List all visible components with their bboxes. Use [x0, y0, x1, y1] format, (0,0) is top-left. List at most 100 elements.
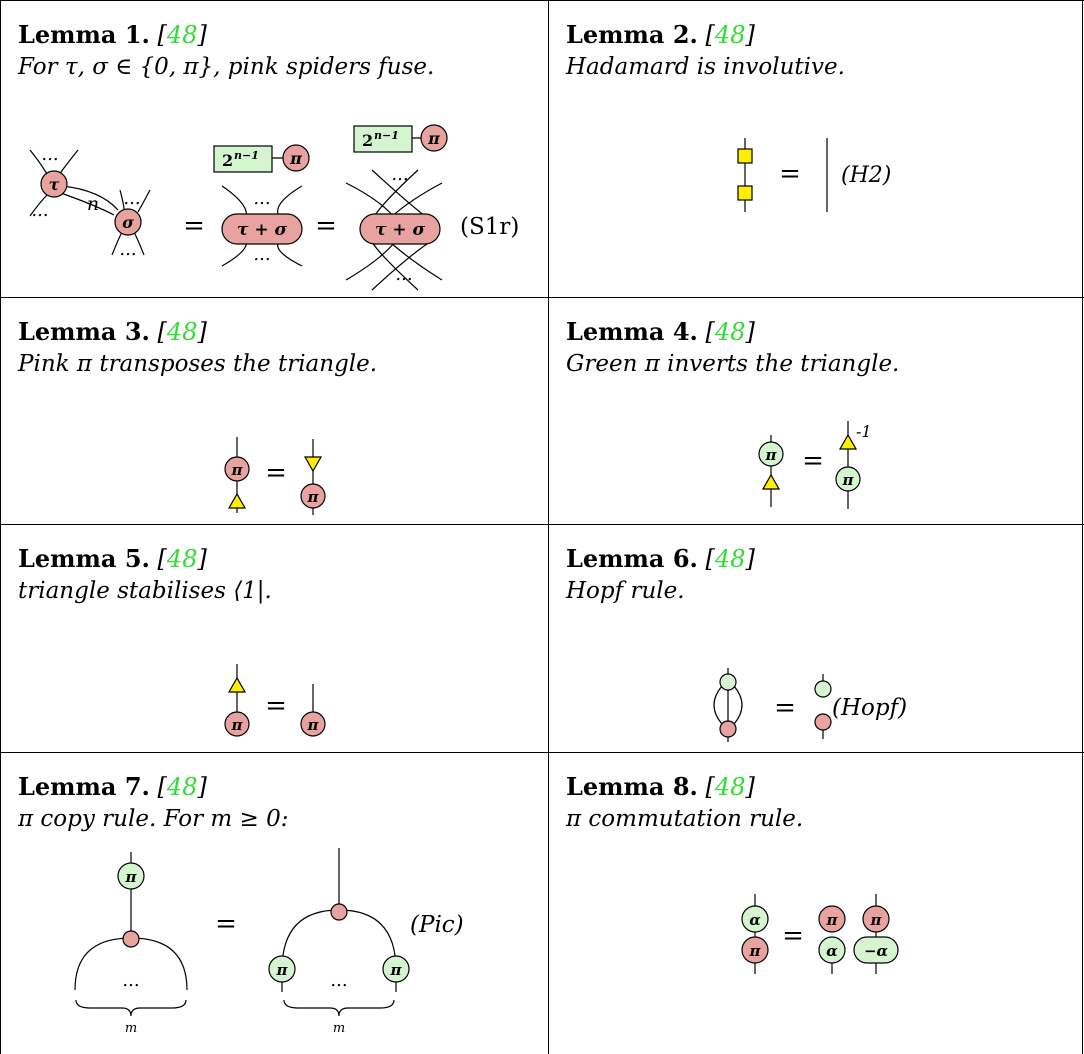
lemma-title: Lemma 2. — [566, 20, 698, 49]
pink-spider — [814, 713, 832, 731]
equals-sign: = — [265, 458, 287, 488]
lemma-title: Lemma 8. — [566, 772, 698, 801]
spider-phase-label: π — [842, 471, 855, 489]
spider-phase-label: π — [231, 716, 244, 734]
citation-link[interactable]: 48 — [166, 21, 198, 49]
table-row-divider — [0, 752, 1084, 753]
rule-label: (H2) — [841, 163, 891, 188]
lemma-cell-5: Lemma 5. [48] triangle stabilises ⟨1|. π… — [0, 524, 548, 752]
equals-sign: = — [782, 921, 804, 951]
citation-link[interactable]: 48 — [166, 318, 198, 346]
lemma-description: Hadamard is involutive. — [566, 54, 845, 80]
scalar-box — [353, 125, 413, 153]
hadamard-box — [737, 148, 753, 164]
lemma-heading: Lemma 6. [48] — [566, 544, 755, 574]
lemma-cell-4: Lemma 4. [48] Green π inverts the triang… — [548, 297, 1082, 524]
triangle — [761, 473, 781, 490]
table-row-divider — [0, 524, 1084, 525]
lemma-description: Pink π transposes the triangle. — [18, 351, 378, 377]
citation-link[interactable]: 48 — [714, 545, 746, 573]
pink-spider — [114, 208, 142, 236]
spider-phase-label: α — [749, 911, 761, 929]
lemma-description: triangle stabilises ⟨1|. — [18, 578, 272, 604]
pink-spider — [122, 930, 140, 948]
zx-diagram-commutation: α π = π α π −α — [741, 894, 899, 974]
ellipsis: ... — [41, 144, 58, 165]
lemma-cell-8: Lemma 8. [48] π commutation rule. α π = … — [548, 752, 1082, 1054]
lemma-title: Lemma 6. — [566, 544, 698, 573]
citation-link[interactable]: 48 — [714, 773, 746, 801]
lemma-cell-3: Lemma 3. [48] Pink π transposes the tria… — [0, 297, 548, 524]
lemma-title: Lemma 1. — [18, 20, 150, 49]
spider-phase-label: π — [826, 911, 839, 929]
pink-spider — [300, 483, 326, 509]
lemma-title: Lemma 4. — [566, 317, 698, 346]
lemma-heading: Lemma 7. [48] — [18, 772, 207, 802]
lemma-title: Lemma 7. — [18, 772, 150, 801]
ellipsis: ... — [391, 164, 408, 185]
citation-link[interactable]: 48 — [714, 318, 746, 346]
green-spider — [117, 862, 145, 890]
citation-link[interactable]: 48 — [166, 773, 198, 801]
triangle — [227, 676, 247, 693]
lemma-citation: [48] — [157, 21, 207, 49]
lemma-cell-7: Lemma 7. [48] π copy rule. For m ≥ 0: π … — [0, 752, 548, 1054]
citation-link[interactable]: 48 — [166, 545, 198, 573]
lemma-cell-6: Lemma 6. [48] Hopf rule. = (Hopf) — [548, 524, 1082, 752]
rule-label: (Pic) — [410, 912, 464, 938]
zx-diagram-spider-fusion: τ σ ... ... ... ... n = 2 n−1 π ... τ + … — [29, 124, 519, 291]
ellipsis: ... — [31, 200, 48, 221]
green-spider — [835, 466, 861, 492]
pink-spider — [224, 711, 250, 737]
pink-spider — [224, 456, 250, 482]
pink-spider — [741, 936, 769, 964]
scalar-base: 2 — [222, 151, 233, 170]
brace-label: m — [125, 1021, 137, 1036]
lemma-heading: Lemma 8. [48] — [566, 772, 755, 802]
triangle — [227, 492, 247, 509]
pink-spider — [420, 124, 448, 152]
lemma-citation: [48] — [157, 545, 207, 573]
lemma-heading: Lemma 3. [48] — [18, 317, 207, 347]
equals-sign: = — [779, 159, 801, 189]
lemma-citation: [48] — [705, 773, 755, 801]
underbrace — [75, 999, 187, 1017]
spider-phase-label: τ — [49, 175, 60, 194]
green-spider-wide — [853, 936, 899, 964]
wire-count-label: n — [87, 193, 99, 215]
lemma-citation: [48] — [705, 21, 755, 49]
hadamard-box — [737, 185, 753, 201]
equals-sign: = — [774, 693, 796, 723]
spider-phase-label: π — [765, 446, 778, 464]
pink-spider — [818, 905, 846, 933]
lemma-description: Green π inverts the triangle. — [566, 351, 900, 377]
lemma-heading: Lemma 4. [48] — [566, 317, 755, 347]
ellipsis: ... — [123, 188, 140, 209]
ellipsis: ... — [253, 244, 270, 265]
spider-phase-label: −α — [864, 942, 889, 960]
spider-phase-label: π — [307, 488, 320, 506]
green-spider — [814, 680, 832, 698]
triangle — [838, 433, 858, 450]
lemma-heading: Lemma 5. [48] — [18, 544, 207, 574]
lemma-cell-2: Lemma 2. [48] Hadamard is involutive. = … — [548, 0, 1082, 297]
pink-spider — [719, 720, 737, 738]
green-spider — [818, 936, 846, 964]
zx-diagram-stabilise: π = π — [224, 664, 326, 737]
equals-sign: = — [265, 691, 287, 721]
lemma-description: π copy rule. For m ≥ 0: — [18, 806, 289, 832]
ellipsis: ... — [253, 188, 270, 209]
zx-diagram-hopf: = (Hopf) — [713, 668, 907, 742]
equals-sign: = — [802, 446, 824, 476]
spider-phase-label: π — [231, 461, 244, 479]
citation-link[interactable]: 48 — [714, 21, 746, 49]
spider-phase-label: π — [289, 149, 302, 168]
ellipsis: ... — [122, 970, 139, 991]
spider-phase-label: π — [427, 129, 440, 148]
pink-spider-fused — [359, 213, 441, 245]
pink-spider — [862, 905, 890, 933]
spider-phase-label: σ — [122, 213, 134, 232]
triangle-inverted — [303, 456, 323, 473]
lemma-heading: Lemma 2. [48] — [566, 20, 755, 50]
ellipsis: ... — [330, 970, 347, 991]
